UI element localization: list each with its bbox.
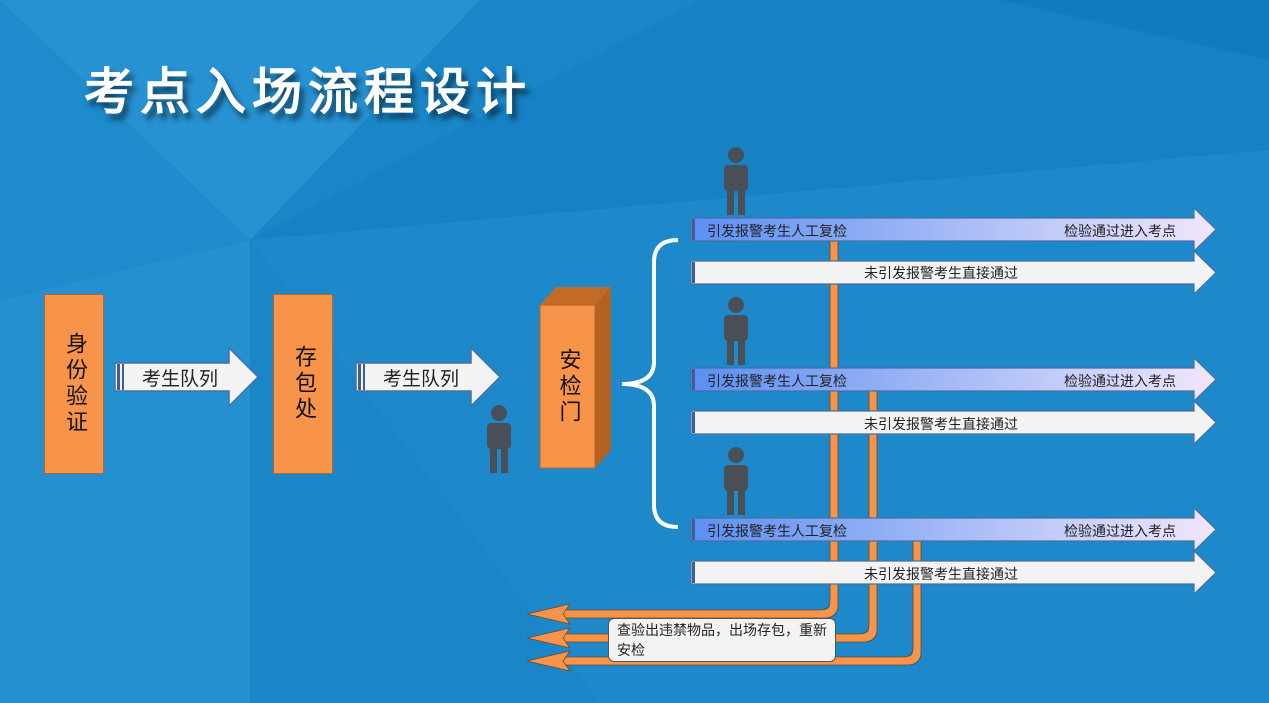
lane-1-direct-arrow bbox=[690, 249, 1217, 296]
security-gate-front: 安检门 bbox=[540, 305, 595, 468]
person-icon bbox=[724, 147, 748, 215]
identity-verification-box: 身份验证 bbox=[44, 294, 104, 474]
lane-1-pass-label: 检验通过进入考点 bbox=[1064, 224, 1176, 240]
person-icon bbox=[487, 405, 511, 473]
branch-brace bbox=[621, 238, 679, 529]
lane-3-alarm-label: 引发报警考生人工复检 bbox=[707, 524, 847, 540]
page-title: 考点入场流程设计 bbox=[84, 63, 532, 121]
security-gate-label: 安检门 bbox=[555, 347, 581, 426]
bag-storage-label: 存包处 bbox=[291, 345, 316, 423]
lane-2-direct-arrow bbox=[690, 399, 1217, 446]
security-gate-box bbox=[539, 287, 611, 469]
bag-storage-box: 存包处 bbox=[273, 294, 333, 474]
identity-verification-label: 身份验证 bbox=[62, 332, 87, 436]
reject-note: 查验出违禁物品，出场存包，重新安检 bbox=[608, 618, 836, 662]
lane-2-direct-label: 未引发报警考生直接通过 bbox=[864, 417, 1018, 433]
person-icon bbox=[724, 297, 748, 365]
lane-2-pass-label: 检验通过进入考点 bbox=[1064, 374, 1176, 390]
lane-1-alarm-label: 引发报警考生人工复检 bbox=[707, 224, 847, 240]
person-icon bbox=[724, 447, 748, 515]
lane-3-direct-arrow bbox=[690, 549, 1217, 596]
lane-3-direct-arrow-stripe bbox=[692, 562, 695, 583]
lane-1-alarm-arrow-stripe bbox=[692, 219, 695, 240]
lane-1-direct-arrow-stripe bbox=[692, 262, 695, 283]
lane-2-alarm-label: 引发报警考生人工复检 bbox=[707, 374, 847, 390]
queue-label-1: 考生队列 bbox=[142, 368, 219, 390]
lane-3-alarm-arrow bbox=[690, 506, 1217, 553]
lane-2-direct-arrow-stripe bbox=[692, 412, 695, 433]
lane-1-direct-label: 未引发报警考生直接通过 bbox=[864, 266, 1018, 282]
lane-1-alarm-arrow bbox=[690, 206, 1217, 253]
queue-arrow-1 bbox=[114, 346, 260, 408]
queue-label-2: 考生队列 bbox=[383, 368, 460, 390]
lane-3-alarm-arrow-stripe bbox=[692, 519, 695, 540]
lane-3-direct-label: 未引发报警考生直接通过 bbox=[864, 567, 1018, 583]
queue-arrow-2 bbox=[355, 346, 502, 408]
lane-3-pass-label: 检验通过进入考点 bbox=[1064, 524, 1176, 540]
lane-2-alarm-arrow-stripe bbox=[692, 369, 695, 390]
lane-2-alarm-arrow bbox=[690, 356, 1217, 403]
